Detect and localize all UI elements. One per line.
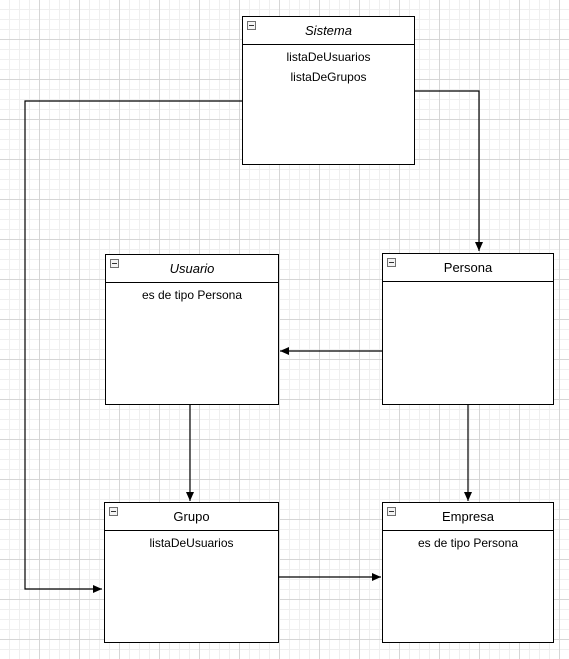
class-sistema-name: Sistema <box>305 23 352 38</box>
class-grupo-attributes: listaDeUsuarios <box>105 531 278 553</box>
class-sistema[interactable]: Sistema listaDeUsuarios listaDeGrupos <box>242 16 415 165</box>
class-persona-header[interactable]: Persona <box>383 254 553 282</box>
class-empresa[interactable]: Empresa es de tipo Persona <box>382 502 554 643</box>
class-attribute: listaDeUsuarios <box>286 50 371 64</box>
collapse-icon[interactable] <box>110 259 119 268</box>
edge-sistema-grupo[interactable] <box>24 100 242 593</box>
class-attribute: es de tipo Persona <box>141 288 243 302</box>
class-usuario-attributes: es de tipo Persona <box>106 283 278 305</box>
collapse-icon[interactable] <box>387 507 396 516</box>
collapse-icon[interactable] <box>247 21 256 30</box>
class-grupo-header[interactable]: Grupo <box>105 503 278 531</box>
class-attribute: es de tipo Persona <box>417 536 519 550</box>
class-attribute: listaDeGrupos <box>290 70 367 84</box>
class-usuario-header[interactable]: Usuario <box>106 255 278 283</box>
edge-sistema-persona[interactable] <box>414 90 483 251</box>
class-persona-attributes <box>383 282 553 284</box>
class-empresa-attributes: es de tipo Persona <box>383 531 553 553</box>
collapse-icon[interactable] <box>387 258 396 267</box>
class-usuario[interactable]: Usuario es de tipo Persona <box>105 254 279 405</box>
class-attribute: listaDeUsuarios <box>149 536 234 550</box>
class-usuario-name: Usuario <box>169 261 215 276</box>
class-grupo-name: Grupo <box>173 509 210 524</box>
class-empresa-name: Empresa <box>441 509 495 524</box>
class-persona-name: Persona <box>443 260 493 275</box>
class-empresa-header[interactable]: Empresa <box>383 503 553 531</box>
class-persona[interactable]: Persona <box>382 253 554 405</box>
class-sistema-header[interactable]: Sistema <box>243 17 414 45</box>
class-sistema-attributes: listaDeUsuarios listaDeGrupos <box>243 45 414 87</box>
collapse-icon[interactable] <box>109 507 118 516</box>
class-grupo[interactable]: Grupo listaDeUsuarios <box>104 502 279 643</box>
